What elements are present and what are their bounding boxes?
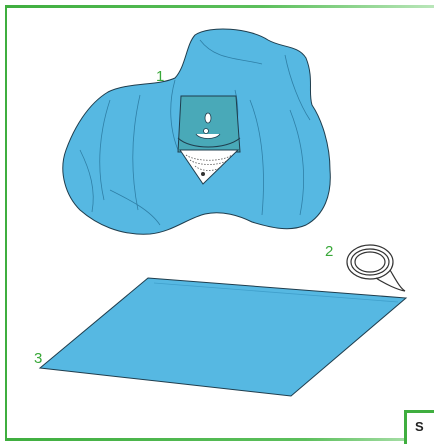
drape-window — [177, 95, 241, 185]
frame-bottom-border — [5, 438, 434, 441]
callout-3: 3 — [34, 350, 43, 367]
corner-tag: S — [404, 410, 434, 444]
callout-1: 1 — [156, 68, 165, 85]
coiled-tube-2 — [346, 244, 406, 292]
frame-top-border — [5, 5, 434, 8]
flat-sheet-3 — [38, 277, 408, 397]
frame-left-border — [5, 5, 7, 441]
callout-2: 2 — [325, 243, 334, 260]
